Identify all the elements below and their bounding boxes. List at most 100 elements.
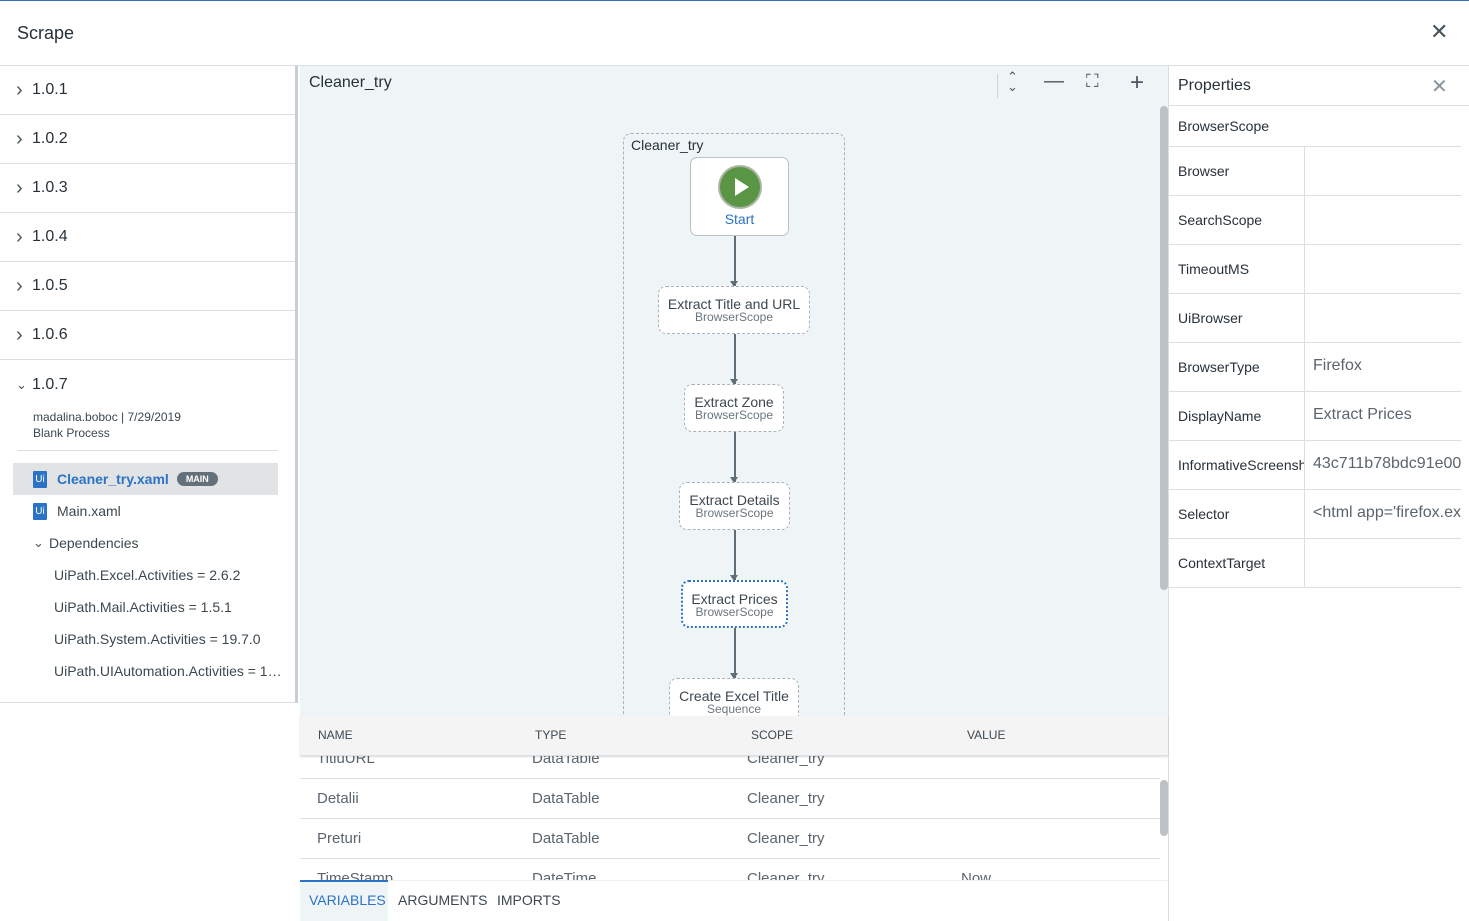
version-item[interactable]: ›1.0.3 bbox=[0, 164, 295, 213]
property-name: UiBrowser bbox=[1169, 294, 1305, 342]
property-name: InformativeScreenshot bbox=[1169, 441, 1305, 489]
property-value[interactable]: 43c711b78bdc91e00 bbox=[1313, 455, 1461, 472]
version-label: 1.0.6 bbox=[32, 326, 68, 343]
activity-type: Sequence bbox=[706, 702, 762, 716]
version-label: 1.0.1 bbox=[32, 81, 68, 98]
property-value[interactable] bbox=[1305, 294, 1461, 342]
property-value[interactable] bbox=[1305, 147, 1461, 195]
table-row[interactable]: TitluURL DataTable Cleaner_try bbox=[300, 756, 1160, 779]
property-row[interactable]: Selector<html app='firefox.exe' bbox=[1169, 490, 1461, 539]
connector-arrow bbox=[731, 236, 737, 287]
var-type: DateTime bbox=[532, 870, 597, 880]
activity-title: Extract Details bbox=[689, 492, 780, 508]
var-type: DataTable bbox=[532, 790, 600, 807]
version-item[interactable]: ›1.0.5 bbox=[0, 262, 295, 311]
fit-screen-icon[interactable]: ⛶ bbox=[1086, 71, 1099, 91]
property-row[interactable]: SearchScope bbox=[1169, 196, 1461, 245]
property-row[interactable]: UiBrowser bbox=[1169, 294, 1461, 343]
version-label: 1.0.2 bbox=[32, 130, 68, 147]
activity-title: Extract Zone bbox=[694, 394, 774, 410]
column-header-scope[interactable]: SCOPE bbox=[751, 728, 794, 742]
column-header-name[interactable]: NAME bbox=[318, 728, 353, 742]
start-node[interactable]: Start bbox=[690, 157, 789, 236]
tab-variables[interactable]: VARIABLES bbox=[309, 892, 386, 908]
var-scope: Cleaner_try bbox=[747, 756, 825, 767]
dependency-item: UiPath.Mail.Activities = 1.5.1 bbox=[54, 599, 232, 615]
dependencies-toggle[interactable]: ⌄Dependencies bbox=[13, 527, 278, 559]
property-value[interactable]: <html app='firefox.exe' bbox=[1313, 504, 1461, 521]
close-icon[interactable]: ✕ bbox=[1430, 19, 1449, 44]
property-value[interactable]: Firefox bbox=[1313, 357, 1362, 374]
property-value[interactable] bbox=[1305, 539, 1461, 587]
connector-arrow bbox=[731, 334, 737, 385]
tab-imports[interactable]: IMPORTS bbox=[497, 892, 561, 908]
chevron-right-icon: › bbox=[16, 127, 23, 150]
version-author-date: madalina.boboc | 7/29/2019 bbox=[33, 410, 181, 424]
var-name: Preturi bbox=[317, 830, 362, 847]
tab-arguments[interactable]: ARGUMENTS bbox=[398, 892, 488, 908]
window-title: Scrape bbox=[17, 23, 75, 43]
start-label: Start bbox=[724, 211, 755, 227]
activity-type: BrowserScope bbox=[694, 408, 774, 422]
variables-scrollbar[interactable] bbox=[1160, 780, 1168, 836]
connector-arrow bbox=[731, 530, 737, 581]
property-name: TimeoutMS bbox=[1169, 245, 1305, 293]
property-row[interactable]: InformativeScreenshot 43c711b78bdc91e00 bbox=[1169, 441, 1461, 490]
version-item[interactable]: ›1.0.1 bbox=[0, 66, 295, 115]
version-label: 1.0.5 bbox=[32, 277, 68, 294]
var-type: DataTable bbox=[532, 756, 600, 767]
property-row[interactable]: Browser bbox=[1169, 147, 1461, 196]
var-scope: Cleaner_try bbox=[747, 830, 825, 847]
chevron-down-icon: ⌄ bbox=[16, 376, 27, 392]
uipath-file-icon: Ui bbox=[33, 470, 47, 488]
properties-header: Properties ✕ bbox=[1169, 66, 1469, 106]
title-bar: Scrape ✕ bbox=[0, 0, 1469, 66]
property-value[interactable] bbox=[1305, 245, 1461, 293]
var-value: Now bbox=[961, 870, 992, 880]
properties-title: Properties bbox=[1178, 77, 1251, 94]
close-properties-icon[interactable]: ✕ bbox=[1431, 76, 1448, 98]
column-header-value[interactable]: VALUE bbox=[967, 728, 1006, 742]
version-item-expanded[interactable]: ⌄1.0.7 bbox=[0, 360, 295, 409]
chevron-right-icon: › bbox=[16, 323, 23, 346]
expand-collapse-icon[interactable]: ⌃⌄ bbox=[1007, 69, 1018, 94]
var-name: TimeStamp bbox=[317, 870, 394, 880]
zoom-in-icon[interactable]: + bbox=[1130, 69, 1145, 96]
active-tab-indicator bbox=[300, 880, 388, 921]
property-row[interactable]: ContextTarget bbox=[1169, 539, 1461, 588]
property-value[interactable]: Extract Prices bbox=[1313, 406, 1412, 423]
divider bbox=[997, 74, 998, 98]
property-row[interactable]: TimeoutMS bbox=[1169, 245, 1461, 294]
var-name: TitluURL bbox=[317, 756, 375, 767]
property-value[interactable] bbox=[1305, 196, 1461, 244]
variables-tabs: VARIABLES ARGUMENTS IMPORTS bbox=[300, 880, 1168, 921]
activity-title: Extract Title and URL bbox=[667, 296, 801, 312]
canvas-title: Cleaner_try bbox=[309, 74, 392, 91]
canvas-scrollbar[interactable] bbox=[1160, 106, 1168, 590]
uipath-file-icon: Ui bbox=[33, 502, 47, 520]
file-name: Cleaner_try.xaml bbox=[57, 471, 169, 487]
activity-title: Create Excel Title bbox=[679, 688, 789, 704]
version-item[interactable]: › 1.0.2 bbox=[0, 115, 295, 164]
workflow-canvas[interactable]: Cleaner_try ⌃⌄ — ⛶ + Cleaner_try Start E… bbox=[300, 66, 1168, 733]
zoom-out-icon[interactable]: — bbox=[1044, 70, 1064, 92]
dependency-item: UiPath.System.Activities = 19.7.0 bbox=[54, 631, 261, 647]
connector-arrow bbox=[731, 628, 737, 679]
version-item[interactable]: › 1.0.6 bbox=[0, 311, 295, 360]
version-item[interactable]: ›1.0.4 bbox=[0, 213, 295, 262]
column-header-type[interactable]: TYPE bbox=[535, 728, 567, 742]
version-sidebar: ›1.0.1›1.0.2›1.0.3›1.0.4›1.0.5›1.0.6 ⌄1.… bbox=[0, 66, 298, 703]
